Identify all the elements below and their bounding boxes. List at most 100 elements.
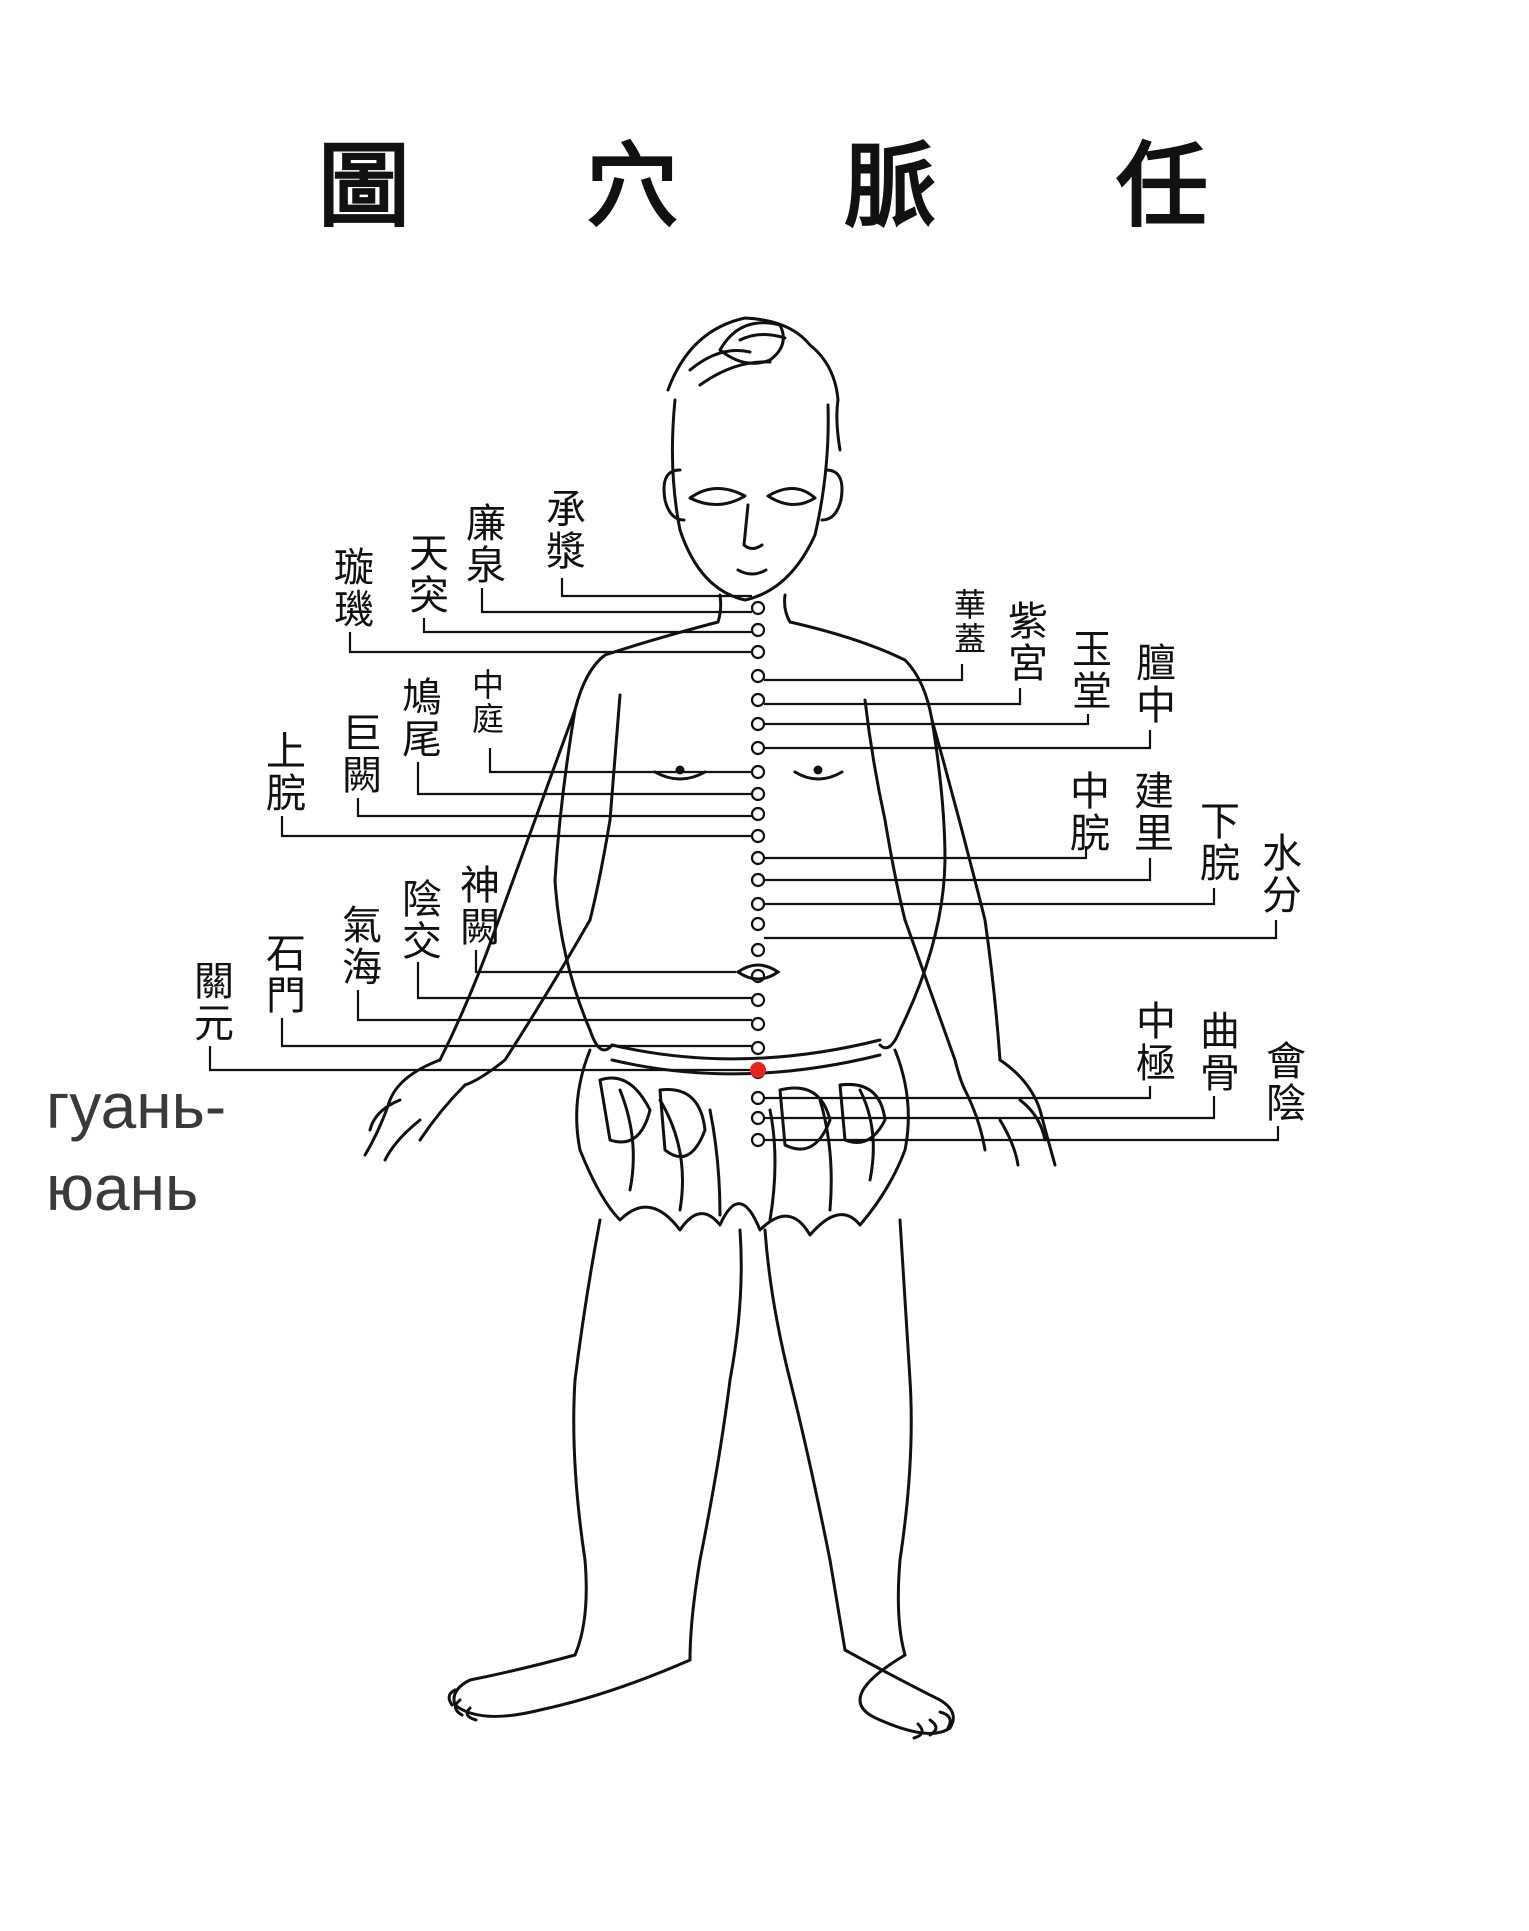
title-char-1: 圖 xyxy=(318,132,411,240)
leaf-veins xyxy=(618,1088,875,1222)
neck xyxy=(716,593,792,624)
right-ear xyxy=(820,468,844,522)
left-leg-inner xyxy=(688,1228,743,1662)
leader-yinjiao xyxy=(416,962,752,1000)
belt-lower xyxy=(610,1053,882,1076)
leader-yutang xyxy=(764,714,1090,726)
point-label-jianli: 建里 xyxy=(1127,770,1173,854)
right-leg-inner xyxy=(763,1228,847,1652)
highlighted-point-guanyuan xyxy=(750,1062,766,1078)
acupoint-dot xyxy=(750,668,766,684)
acupoint-dot xyxy=(750,692,766,708)
leader-huiyin xyxy=(764,1126,1280,1142)
point-label-juque: 巨闕 xyxy=(335,712,381,796)
leader-zhongting xyxy=(488,748,752,774)
point-label-qugu: 曲骨 xyxy=(1193,1010,1239,1094)
acupoint-dot xyxy=(750,916,766,932)
inner-arm-right xyxy=(863,698,907,922)
point-label-shuifen: 水分 xyxy=(1255,832,1301,916)
title-char-3: 脈 xyxy=(844,132,937,240)
acupoint-dot xyxy=(750,850,766,866)
leader-chengjiang xyxy=(560,578,752,598)
navel-shenque xyxy=(735,963,781,981)
point-label-guanyuan: 關元 xyxy=(187,960,233,1044)
acupoint-dot xyxy=(750,644,766,660)
leader-xiawan xyxy=(764,888,1216,906)
left-leg xyxy=(572,1218,602,1657)
acupoint-dot xyxy=(750,600,766,616)
meridian-midline xyxy=(735,600,781,1148)
leader-jianli xyxy=(764,858,1152,882)
point-label-tanzhong: 膻中 xyxy=(1129,642,1175,726)
right-toes xyxy=(912,1710,952,1740)
point-label-xuanji: 璇璣 xyxy=(327,546,373,630)
acupoint-dot xyxy=(750,942,766,958)
acupoint-dot xyxy=(750,1090,766,1106)
leader-xuanji xyxy=(348,632,752,654)
leader-lines-right xyxy=(764,664,1280,1142)
acupoint-dot xyxy=(750,764,766,780)
title-char-4: 任 xyxy=(1116,132,1209,240)
point-label-zhongji: 中極 xyxy=(1129,1000,1175,1084)
highlight-caption: гуань- юань xyxy=(46,1065,406,1229)
point-label-shimen: 石門 xyxy=(259,932,305,1016)
acupoint-dot xyxy=(750,716,766,732)
point-label-shenque: 神闕 xyxy=(453,864,499,948)
acupoint-dot xyxy=(750,740,766,756)
point-label-zhongwan: 中脘 xyxy=(1063,770,1109,854)
acupoint-dot xyxy=(750,896,766,912)
leader-shuifen xyxy=(764,920,1278,940)
acupoint-dot xyxy=(750,1016,766,1032)
leader-jiuwei xyxy=(416,762,752,796)
leader-tiantu xyxy=(422,618,752,634)
leader-zhongji xyxy=(764,1086,1152,1100)
point-label-yutang: 玉堂 xyxy=(1065,628,1111,712)
point-label-yinjiao: 陰交 xyxy=(395,878,441,962)
left-nipple xyxy=(653,770,707,781)
leader-lines-left xyxy=(208,578,752,1072)
right-eye xyxy=(766,487,817,506)
leader-qihai xyxy=(356,990,752,1022)
left-eye xyxy=(688,487,747,506)
nose xyxy=(742,503,764,550)
leader-shenque xyxy=(474,950,736,974)
right-foot xyxy=(843,1648,955,1735)
acupoint-dot xyxy=(750,622,766,638)
leader-huagai xyxy=(764,664,964,682)
point-label-lianquan: 廉泉 xyxy=(459,502,505,586)
left-foot xyxy=(452,1653,692,1718)
point-label-chengjiang: 承漿 xyxy=(539,488,585,572)
leaf-skirt xyxy=(575,1048,910,1237)
leader-tanzhong xyxy=(764,730,1152,750)
inner-arm-left xyxy=(588,693,622,922)
acupoint-dot xyxy=(750,872,766,888)
hair-strands xyxy=(688,333,787,387)
right-nipple xyxy=(793,770,844,781)
leader-zhongwan xyxy=(764,846,1088,860)
right-hand xyxy=(963,1058,1057,1167)
leader-juque xyxy=(356,798,752,818)
torso-left xyxy=(553,708,614,1052)
left-toes xyxy=(447,1688,478,1722)
caption-line-1: гуань- xyxy=(46,1070,227,1142)
acupoint-dot xyxy=(750,1110,766,1126)
point-label-zhongting: 中庭 xyxy=(467,668,505,736)
hair xyxy=(666,316,842,452)
acupoint-dot xyxy=(750,1040,766,1056)
leaf-outlines xyxy=(598,1076,887,1159)
left-hand xyxy=(363,1058,467,1162)
leader-qugu xyxy=(764,1096,1216,1120)
hair-bun xyxy=(718,321,785,365)
right-leg xyxy=(896,1218,913,1657)
left-ear xyxy=(662,468,686,522)
mouth xyxy=(736,568,768,576)
torso-right xyxy=(878,718,947,1050)
acupoint-dot xyxy=(750,806,766,822)
right-nipple-dot xyxy=(813,765,823,775)
point-label-tiantu: 天突 xyxy=(402,532,448,616)
point-label-shangwan: 上脘 xyxy=(259,730,305,814)
leader-shangwan xyxy=(280,816,752,838)
diagram-title: 圖 穴 脈 任 xyxy=(0,140,1529,250)
head-outline xyxy=(670,398,830,602)
